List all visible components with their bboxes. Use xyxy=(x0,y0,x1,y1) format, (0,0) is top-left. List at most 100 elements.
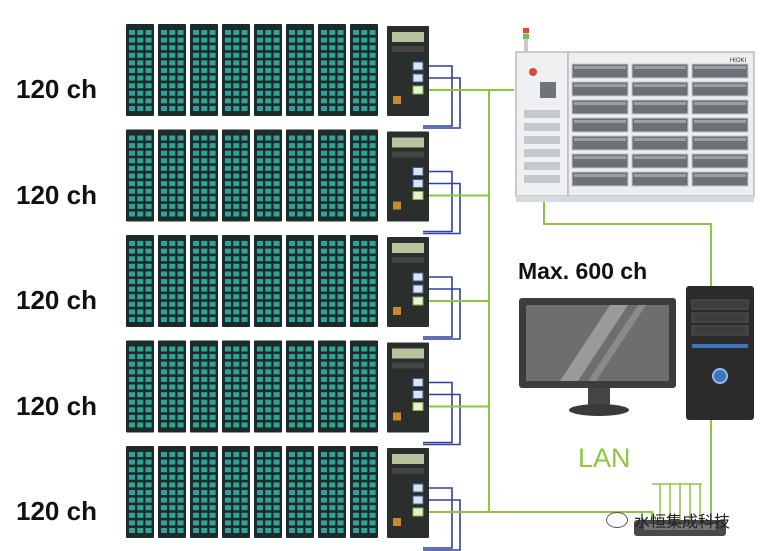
measurement-module xyxy=(158,129,186,222)
measurement-module xyxy=(254,235,282,327)
module-row xyxy=(126,129,429,222)
measurement-module xyxy=(158,340,186,433)
measurement-module xyxy=(350,129,378,222)
measurement-module xyxy=(222,24,250,116)
measurement-module xyxy=(222,235,250,327)
monitor-glare-2 xyxy=(588,305,646,381)
measurement-module xyxy=(286,235,314,327)
measurement-module xyxy=(190,235,218,327)
measurement-module xyxy=(126,235,154,327)
measurement-module xyxy=(222,446,250,538)
tower-drive-bay-1 xyxy=(691,299,749,310)
tester-base xyxy=(516,196,754,202)
pc-tower xyxy=(686,286,754,420)
measurement-module xyxy=(190,446,218,538)
measurement-module xyxy=(254,24,282,116)
measurement-module xyxy=(350,446,378,538)
controller-unit xyxy=(387,131,429,222)
measurement-module xyxy=(318,24,346,116)
signal-link xyxy=(423,393,461,446)
measurement-module xyxy=(126,24,154,116)
wechat-icon xyxy=(606,512,628,528)
signal-link xyxy=(423,170,453,233)
tester-vent xyxy=(524,123,560,131)
row-channel-label: 120 ch xyxy=(16,74,97,104)
signal-link xyxy=(423,487,453,549)
signal-link xyxy=(423,276,453,338)
battery-tester-cabinet: HIOKI xyxy=(515,28,755,202)
measurement-module xyxy=(190,24,218,116)
hub-ports xyxy=(644,524,716,530)
module-row xyxy=(126,340,429,433)
tester-vents xyxy=(524,110,560,183)
module-row xyxy=(126,446,429,538)
tester-vent xyxy=(524,149,560,157)
measurement-module xyxy=(126,340,154,433)
measurement-module xyxy=(350,235,378,327)
signal-link xyxy=(423,182,461,235)
tester-vent xyxy=(524,162,560,170)
measurement-module xyxy=(126,129,154,222)
measurement-module xyxy=(350,24,378,116)
measurement-module xyxy=(254,446,282,538)
tower-blue-stripe xyxy=(692,344,748,348)
measurement-module xyxy=(158,446,186,538)
measurement-module xyxy=(318,235,346,327)
tester-vent xyxy=(524,110,560,118)
measurement-module xyxy=(190,340,218,433)
tower-drive-bay-2 xyxy=(691,312,749,323)
measurement-module xyxy=(350,340,378,433)
row-channel-label: 120 ch xyxy=(16,285,97,315)
signal-link xyxy=(423,499,461,551)
measurement-module xyxy=(190,129,218,222)
tester-brand: HIOKI xyxy=(730,58,747,64)
signal-link xyxy=(423,77,461,129)
module-row xyxy=(126,235,429,327)
measurement-module xyxy=(126,446,154,538)
lan-label: LAN xyxy=(578,443,631,473)
measurement-module xyxy=(254,129,282,222)
network-hub xyxy=(634,520,726,536)
controller-unit xyxy=(387,448,429,538)
tester-tower-light-green xyxy=(523,34,529,39)
row-channel-label: 120 ch xyxy=(16,496,97,526)
measurement-module xyxy=(158,24,186,116)
measurement-module xyxy=(158,235,186,327)
row-channel-label: 120 ch xyxy=(16,179,97,210)
measurement-module xyxy=(286,24,314,116)
controller-unit xyxy=(387,342,429,433)
tester-drawers xyxy=(571,63,749,187)
signal-link xyxy=(423,381,453,444)
tester-emergency-stop xyxy=(529,68,537,76)
measurement-module xyxy=(222,129,250,222)
measurement-module xyxy=(286,340,314,433)
measurement-module xyxy=(318,340,346,433)
connection-lines xyxy=(423,65,712,551)
pc-monitor xyxy=(519,298,676,416)
monitor-neck xyxy=(588,388,610,406)
measurement-module xyxy=(286,129,314,222)
monitor-glare xyxy=(560,305,628,381)
measurement-module xyxy=(254,340,282,433)
watermark: 水恒集成科技 xyxy=(606,508,730,532)
max-channels-label: Max. 600 ch xyxy=(518,258,648,284)
tester-screen xyxy=(540,82,556,98)
measurement-module xyxy=(222,340,250,433)
lan-tester-link xyxy=(543,202,712,286)
module-row xyxy=(126,24,429,116)
signal-link xyxy=(423,288,461,340)
lan-to-hub xyxy=(489,511,653,520)
measurement-module xyxy=(318,129,346,222)
tester-signal-tower xyxy=(524,28,528,52)
controller-unit xyxy=(387,237,429,327)
row-channel-label: 120 ch xyxy=(16,390,97,421)
monitor-stand xyxy=(569,404,629,416)
measurement-module xyxy=(286,446,314,538)
controller-unit xyxy=(387,26,429,116)
tester-tower-light-red xyxy=(523,28,529,33)
module-racks xyxy=(126,24,429,538)
tester-vent xyxy=(524,175,560,183)
tower-power-button xyxy=(712,368,728,384)
watermark-text: 水恒集成科技 xyxy=(634,514,731,531)
